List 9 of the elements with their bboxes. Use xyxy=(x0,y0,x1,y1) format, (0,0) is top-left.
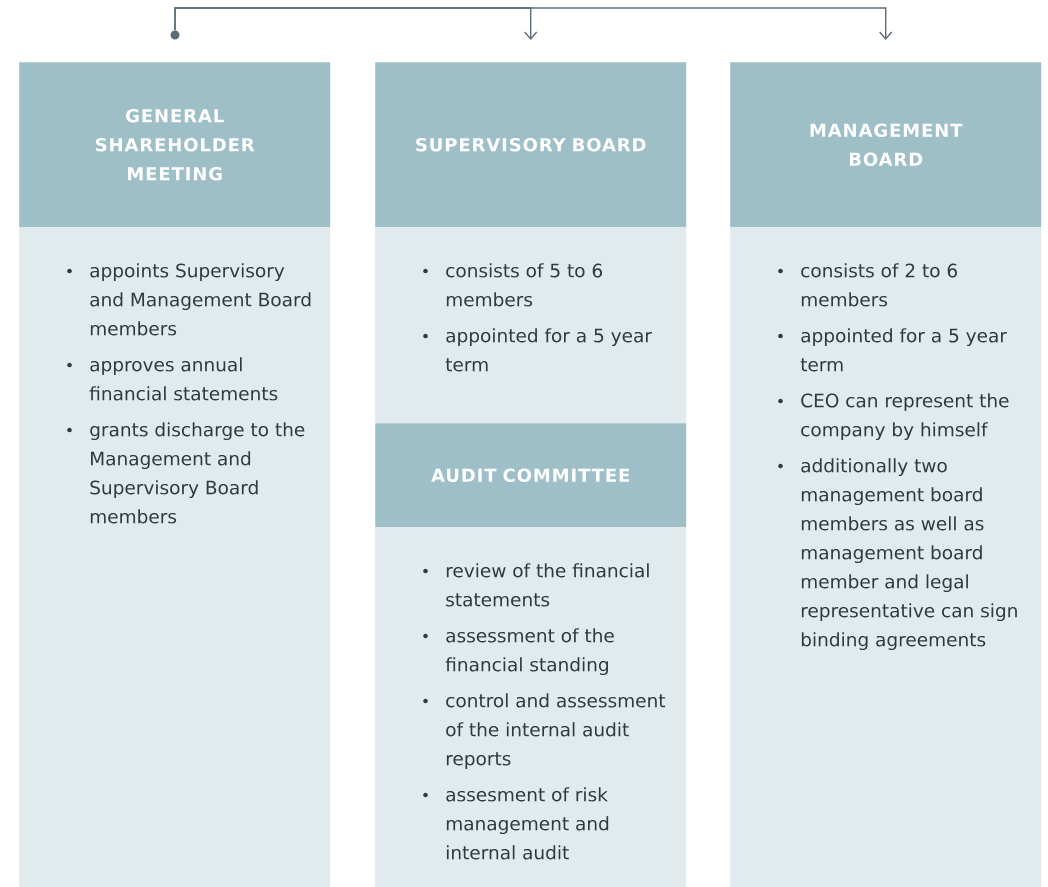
header-box: AUDIT COMMITTEE xyxy=(375,423,687,528)
header-box: MANAGEMENT BOARD xyxy=(730,62,1042,228)
bullet-list-box: consists of 2 to 6 members appointed for a 5 year term CEO can represent the company by himself additionally two management board members as well as management board member and legal representative can sign binding agreements xyxy=(730,227,1042,887)
bullet-list-box: consists of 5 to 6 members appointed for a 5 year term xyxy=(375,227,687,424)
header-box: GENERAL SHAREHOLDER MEETING xyxy=(19,62,331,228)
bullet-list-box: review of the financial statements assessment of the financial standing control and assessment of the internal audit reports assesment of risk management and internal audit xyxy=(375,527,687,887)
header-box: SUPERVISORY BOARD xyxy=(375,62,687,228)
bullet-list-box: appoints Supervisory and Management Board members approves annual financial statements grants discharge to the Management and Supervisory Board members xyxy=(19,227,331,887)
connector-arrow xyxy=(174,7,893,40)
